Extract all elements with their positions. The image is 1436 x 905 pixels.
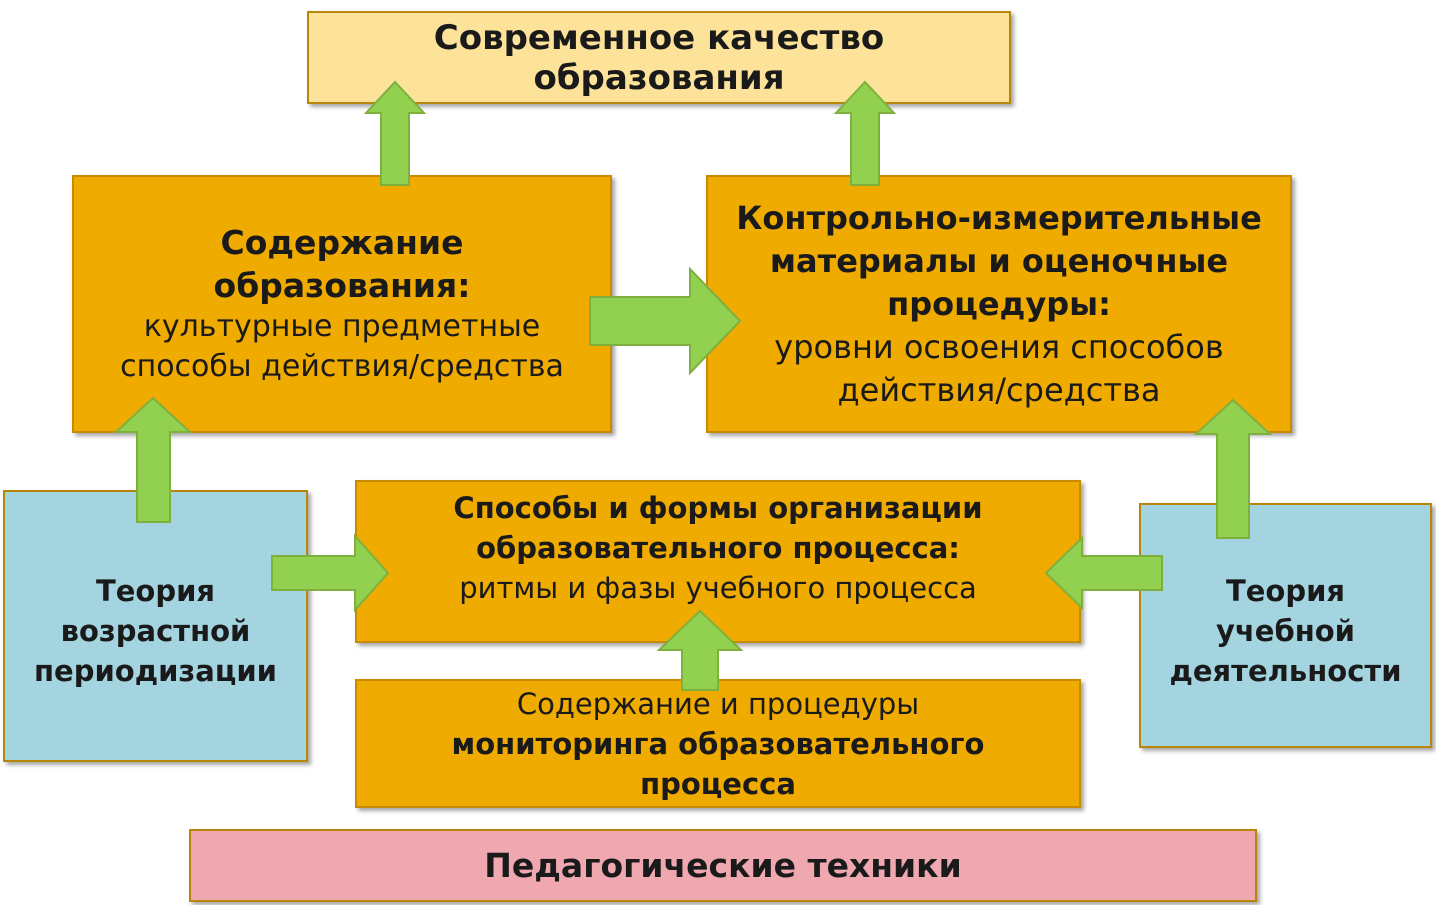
assessment-materials-box: Контрольно-измерительные материалы и оце… [706,175,1292,433]
modern-quality-box: Современное качество образования [307,11,1011,104]
monitoring-box: Содержание и процедуры мониторинга образ… [355,679,1081,808]
assessment-text-1: уровни освоения способов [774,327,1224,366]
methods-forms-box: Способы и формы организации образователь… [355,480,1081,643]
arrow-monitoring-to-methods [656,609,744,691]
age-periodization-box: Теория возрастной периодизации [3,490,308,762]
arrow-age-theory-to-methods [271,533,390,613]
age-theory-line-3: периодизации [33,654,277,688]
methods-title-2: образовательного процесса: [476,531,960,565]
education-content-text-1: культурные предметные [143,309,541,344]
learning-theory-line-1: Теория [1225,573,1346,608]
assessment-title-2: материалы и оценочные [769,241,1229,280]
arrow-content-to-assessment [589,266,742,376]
age-theory-line-1: Теория [95,574,216,608]
arrow-content-to-quality [363,80,427,186]
education-content-title-1: Содержание [220,223,464,262]
arrow-assessment-to-quality [833,80,897,186]
assessment-title-1: Контрольно-измерительные [736,198,1262,237]
learning-theory-line-2: учебной [1215,613,1355,648]
modern-quality-line-1: Современное качество [433,17,885,58]
learning-activity-box: Теория учебной деятельности [1139,503,1432,748]
education-content-text-2: способы действия/средства [120,349,564,384]
pedagogical-techniques-title: Педагогические техники [484,846,962,885]
modern-quality-line-2: образования [533,57,785,98]
arrow-learning-theory-to-methods [1044,535,1163,611]
education-content-box: Содержание образования: культурные предм… [72,175,612,433]
arrow-learning-theory-to-assessment [1193,398,1273,539]
education-content-title-2: образования: [213,266,471,305]
assessment-title-3: процедуры: [887,284,1111,323]
pedagogical-techniques-box: Педагогические техники [189,829,1257,902]
methods-text-1: ритмы и фазы учебного процесса [459,571,977,605]
age-theory-line-2: возрастной [60,614,251,648]
monitoring-text-1: Содержание и процедуры [516,686,920,721]
learning-theory-line-3: деятельности [1169,653,1402,688]
assessment-text-2: действия/средства [837,370,1161,409]
arrow-age-theory-to-content [113,396,193,523]
monitoring-title-1: мониторинга образовательного [451,726,985,761]
monitoring-title-2: процесса [640,766,796,801]
methods-title-1: Способы и формы организации [453,491,983,525]
